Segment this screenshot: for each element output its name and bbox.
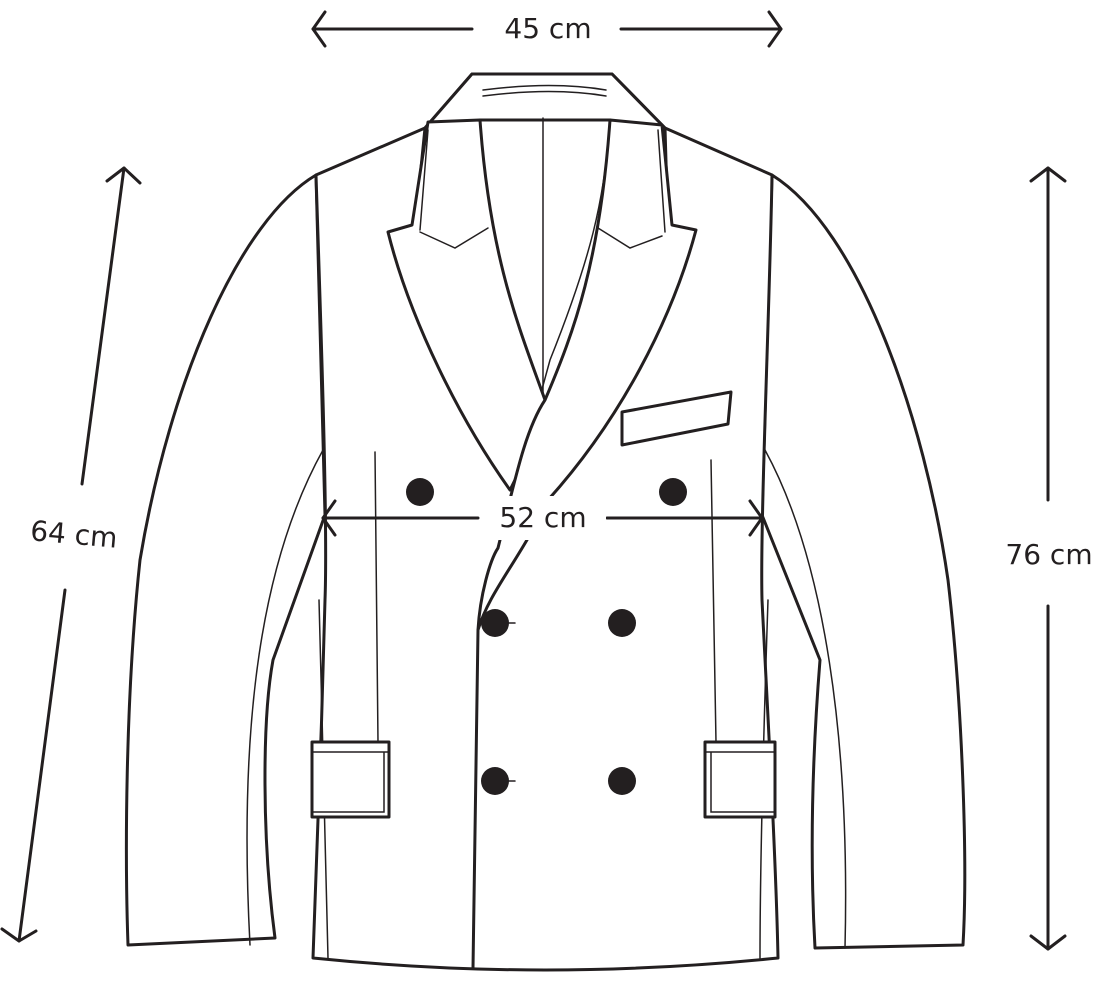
chest-width-label: 52 cm xyxy=(499,501,586,534)
body-length-dimension: 76 cm xyxy=(1005,166,1093,951)
button-middle-left xyxy=(481,609,509,637)
collar-stitch xyxy=(482,84,607,97)
left-flap-pocket xyxy=(310,740,391,819)
button-top-left xyxy=(406,478,434,506)
button-middle-right xyxy=(608,609,636,637)
left-collar-notch xyxy=(419,129,489,249)
left-sleeve-seam xyxy=(246,449,324,946)
shoulder-width-dimension: 45 cm xyxy=(311,10,783,48)
sleeve-length-dimension: 64 cm xyxy=(0,166,142,943)
button-bottom-left xyxy=(481,767,509,795)
right-sleeve-seam xyxy=(764,449,847,949)
left-sleeve xyxy=(124,173,327,947)
button-bottom-right xyxy=(608,767,636,795)
breast-pocket xyxy=(620,390,733,447)
chest-width-dimension: 52 cm xyxy=(321,496,764,540)
button-top-right xyxy=(659,478,687,506)
front-closure-line xyxy=(471,628,480,970)
right-dart xyxy=(710,459,717,743)
right-collar-notch xyxy=(597,129,666,249)
shoulder-width-label: 45 cm xyxy=(504,12,591,45)
sleeve-length-label: 64 cm xyxy=(29,514,119,554)
right-flap-pocket xyxy=(703,740,777,819)
left-dart xyxy=(374,451,379,743)
body-length-label: 76 cm xyxy=(1005,538,1092,571)
right-sleeve xyxy=(760,173,967,950)
